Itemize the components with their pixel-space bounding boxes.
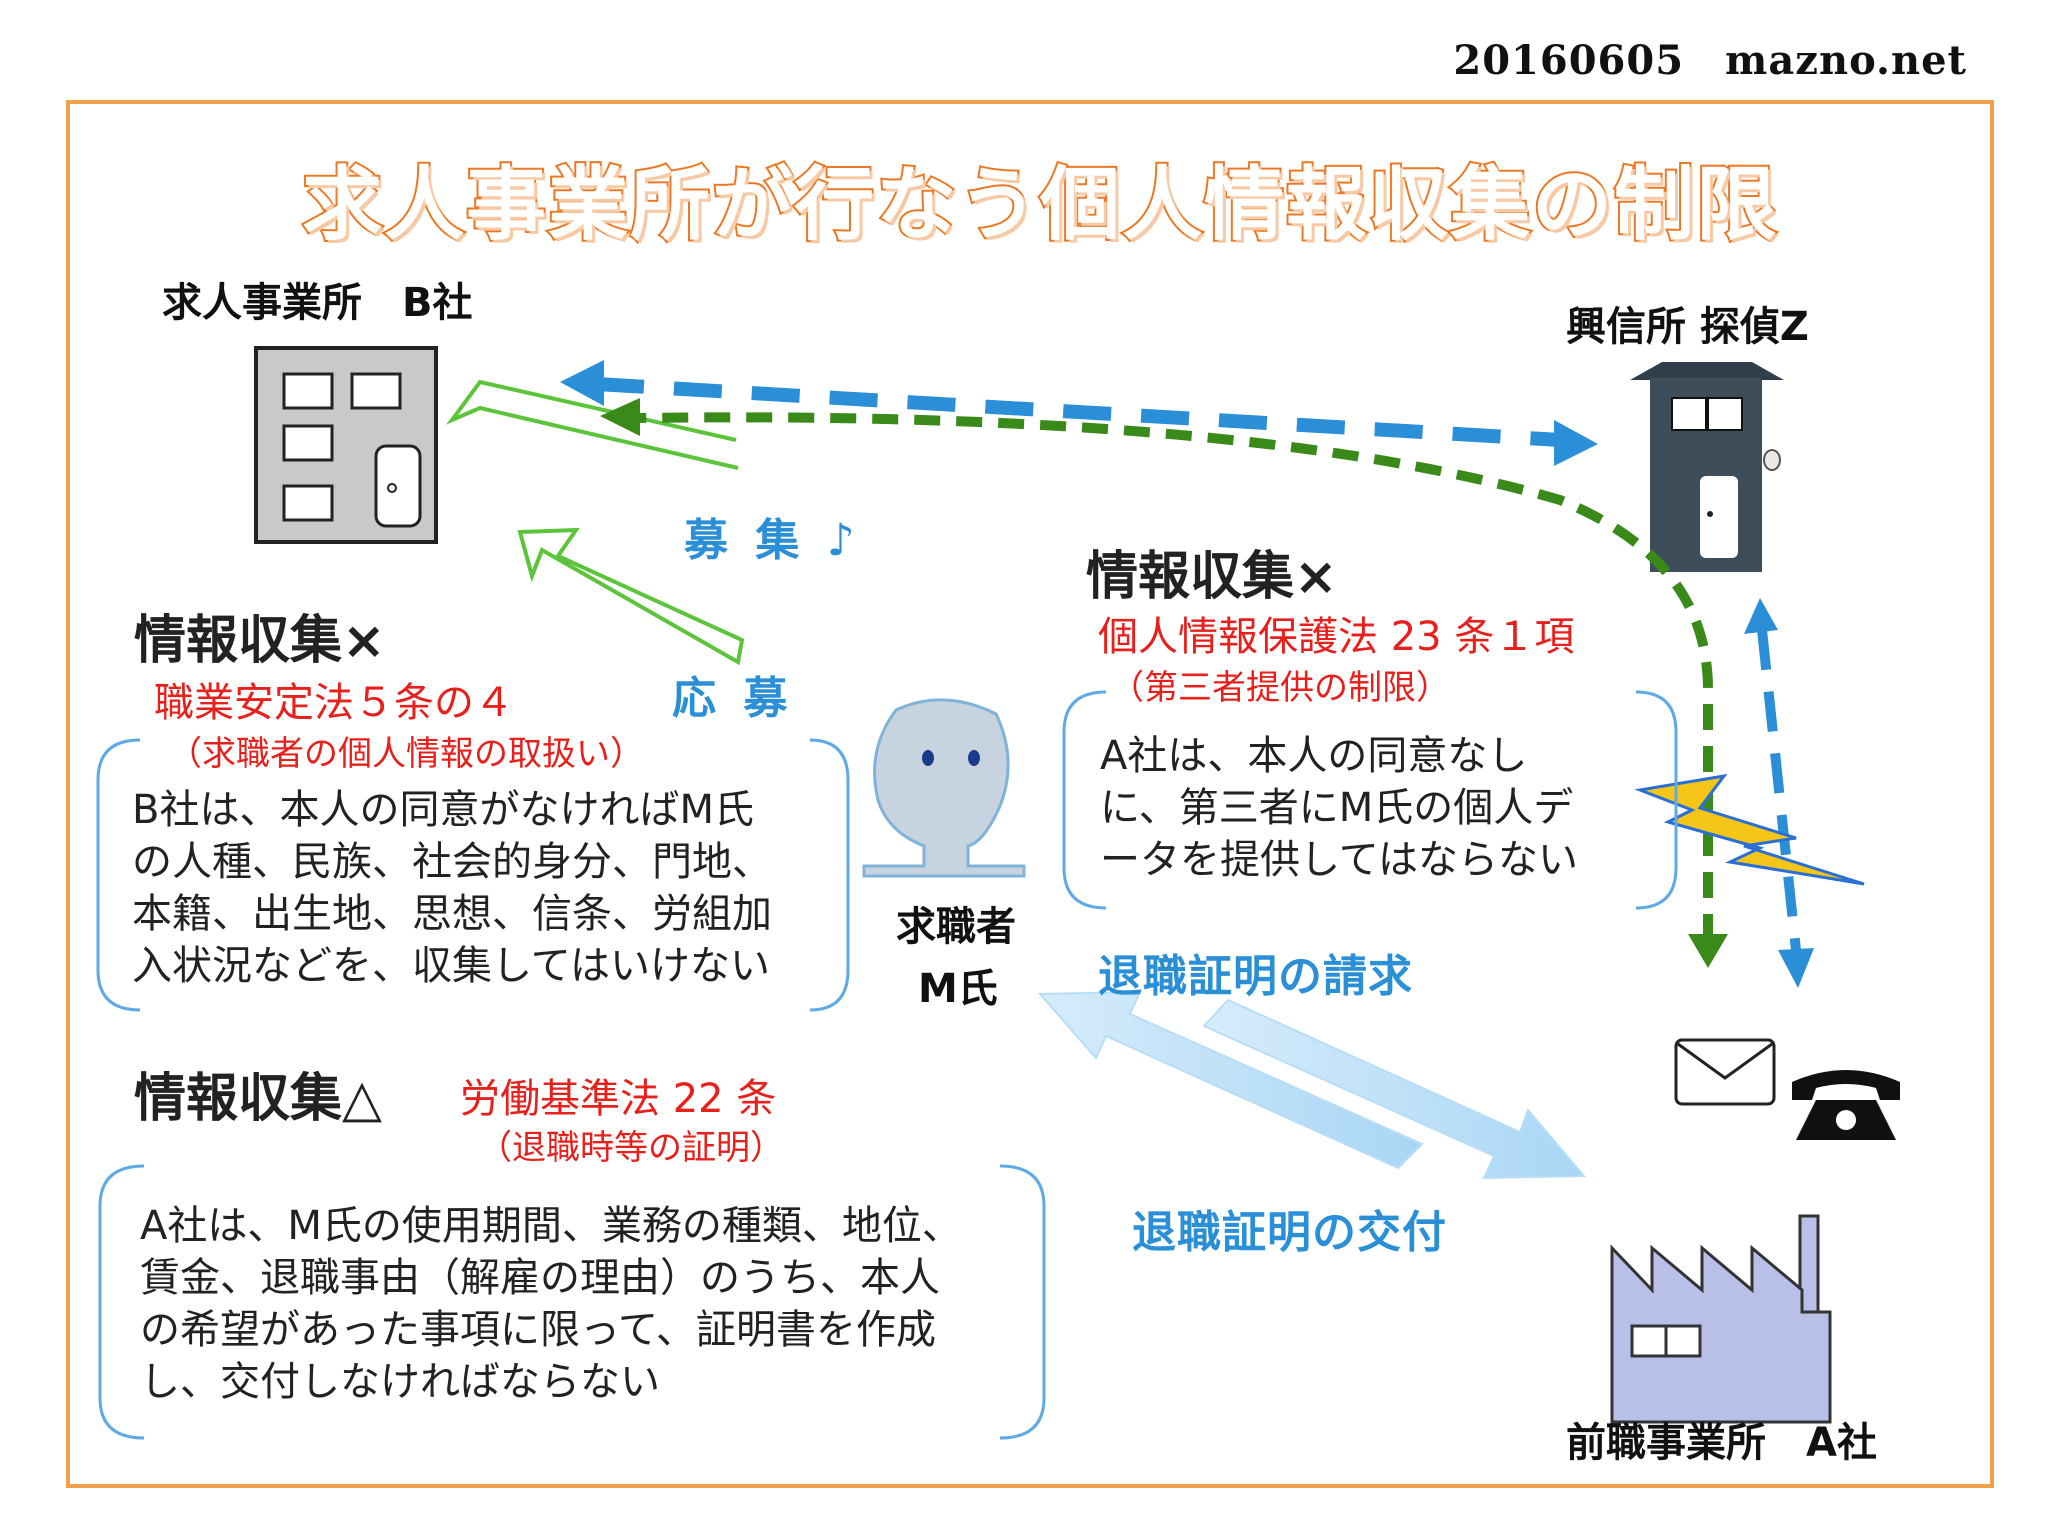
house-with-figure-icon [1630,362,1784,572]
issue-certificate-label: 退職証明の交付 [1132,1207,1447,1258]
text-line: B社は、本人の同意がなければM氏 [132,787,754,833]
envelope-icon [1674,1038,1776,1106]
lightning-icon [1634,773,1865,886]
b-company-label: 求人事業所 B社 [162,280,473,326]
text-brackets [96,690,1678,1440]
text-line: の人種、民族、社会的身分、門地、 [132,839,772,885]
text-line: の希望があった事項に限って、証明書を作成 [140,1307,936,1353]
factory-icon [1610,1214,1832,1424]
privacy-law-heading: 情報収集× [1086,547,1338,607]
recruit-apply-arrows [446,379,745,666]
labor-standards-subtitle: （退職時等の証明） [478,1128,784,1168]
text-line: A社は、M氏の使用期間、業務の種類、地位、 [140,1203,962,1249]
text-line: に、第三者にM氏の個人デ [1100,785,1574,831]
employment-security-subtitle: （求職者の個人情報の取扱い） [168,734,644,774]
labor-standards-text: A社は、M氏の使用期間、業務の種類、地位、 賃金、退職事由（解雇の理由）のうち、… [140,1200,1040,1408]
employment-security-law: 職業安定法５条の４ [154,680,514,726]
jobseeker-label-line1: 求職者 [896,904,1016,950]
a-company-label: 前職事業所 A社 [1566,1420,1877,1466]
person-icon [862,698,1026,878]
privacy-law-subtitle: （第三者提供の制限） [1110,668,1450,708]
apply-label: 応 募 [672,673,794,724]
page-title: 求人事業所が行なう個人情報収集の制限 [300,156,1778,253]
employment-security-text: B社は、本人の同意がなければM氏 の人種、民族、社会的身分、門地、 本籍、出生地… [132,784,832,992]
detective-label: 興信所 探偵Z [1566,304,1809,350]
text-line: ータを提供してはならない [1100,837,1578,883]
recruit-label: 募 集 ♪ [684,515,861,566]
text-line: し、交付しなければならない [140,1359,660,1405]
telephone-icon [1792,1070,1900,1140]
page-frame [66,100,1994,1488]
jobseeker-label-line2: M氏 [918,966,998,1012]
office-building-icon [254,346,438,544]
labor-standards-heading: 情報収集△ [134,1069,382,1129]
credit-text: 20160605 mazno.net [1453,37,1967,84]
detective-a-dashed-arrow [1744,598,1814,988]
labor-standards-law: 労働基準法 22 条 [460,1076,777,1122]
data-leak-dashed-arrow [600,398,1728,968]
privacy-law-text: A社は、本人の同意なし に、第三者にM氏の個人デ ータを提供してはならない [1100,730,1660,886]
b-detective-dashed-arrow [560,360,1598,466]
certificate-arrows [1037,990,1587,1180]
text-line: 本籍、出生地、思想、信条、労組加 [132,891,772,937]
privacy-law-law: 個人情報保護法 23 条１項 [1098,614,1575,660]
text-line: A社は、本人の同意なし [1100,733,1528,779]
text-line: 入状況などを、収集してはいけない [132,943,770,989]
employment-security-heading: 情報収集× [134,611,386,671]
request-certificate-label: 退職証明の請求 [1098,951,1413,1002]
text-line: 賃金、退職事由（解雇の理由）のうち、本人 [140,1255,940,1301]
